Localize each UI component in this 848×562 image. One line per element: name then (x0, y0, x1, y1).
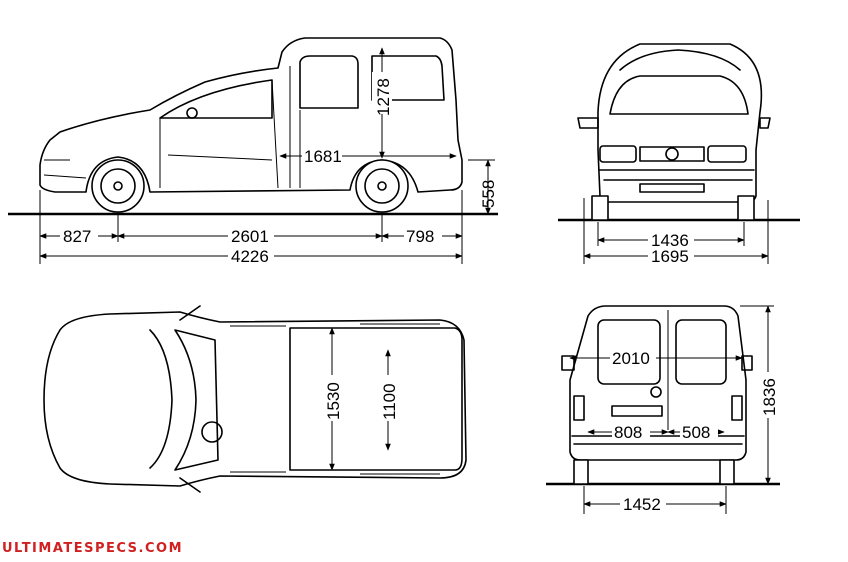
top-cargo-roof (289, 327, 463, 471)
rear-body-outline (569, 305, 747, 461)
rear-view: 2010 808 508 1836 1452 (546, 305, 780, 514)
front-roof-line (619, 49, 741, 71)
side-view: 1278 1681 558 827 2601 798 4226 (8, 37, 498, 266)
top-rails (230, 323, 440, 475)
side-body-outline (39, 37, 463, 193)
side-trim-line (167, 154, 273, 161)
front-mirrors (577, 117, 771, 129)
rear-left-window (597, 319, 661, 385)
rear-bumper (571, 435, 745, 445)
side-front-wheel (91, 159, 145, 213)
top-spare-wheel (201, 421, 223, 443)
top-view: 1530 1100 (43, 305, 467, 493)
front-left-headlight (599, 145, 637, 163)
cargo-width-label: 1530 (324, 382, 343, 420)
front-right-headlight (707, 145, 747, 163)
overall-width-label: 1695 (651, 247, 689, 266)
side-front-window (159, 79, 273, 119)
front-view: 1436 1695 (558, 43, 800, 266)
front-track-label: 1436 (651, 231, 689, 250)
side-door-lines (159, 66, 301, 189)
rear-door-height-label: 2010 (612, 349, 650, 368)
side-rear-wheel (355, 159, 409, 213)
rear-track-label: 1452 (623, 495, 661, 514)
overall-height-label: 1836 (760, 378, 779, 416)
rear-door-right-label: 508 (682, 423, 710, 442)
side-cargo-window (371, 55, 445, 101)
rear-lights (573, 395, 743, 421)
side-mirror (186, 107, 198, 119)
watermark-text: ULTIMATESPECS.COM (2, 541, 183, 556)
front-overhang-label: 827 (63, 227, 91, 246)
front-right-tire (737, 195, 755, 221)
front-bumper (599, 169, 755, 193)
rear-right-window (675, 319, 727, 385)
rear-door-left-label: 808 (614, 423, 642, 442)
rear-overhang-label: 798 (406, 227, 434, 246)
side-rear-window (299, 55, 359, 109)
top-hood-line (149, 329, 173, 469)
height-558-label: 558 (479, 180, 498, 208)
cargo-length-label: 1681 (304, 147, 342, 166)
top-windshield (174, 329, 219, 471)
rear-vw-badge-icon (650, 386, 662, 398)
rear-left-tire (573, 459, 589, 485)
arch-width-label: 1100 (380, 383, 399, 420)
rear-right-tire (719, 459, 735, 485)
vw-badge-icon (665, 147, 679, 161)
cargo-height-label: 1278 (374, 78, 393, 116)
side-bumper-lines (43, 159, 87, 179)
top-mirrors (179, 305, 201, 493)
overall-length-label: 4226 (231, 247, 269, 266)
top-body-outline (43, 311, 467, 487)
front-grille (639, 146, 705, 162)
front-windshield (609, 75, 749, 115)
rear-plate (611, 405, 663, 417)
wheelbase-label: 2601 (231, 227, 269, 246)
front-left-tire (591, 195, 609, 221)
